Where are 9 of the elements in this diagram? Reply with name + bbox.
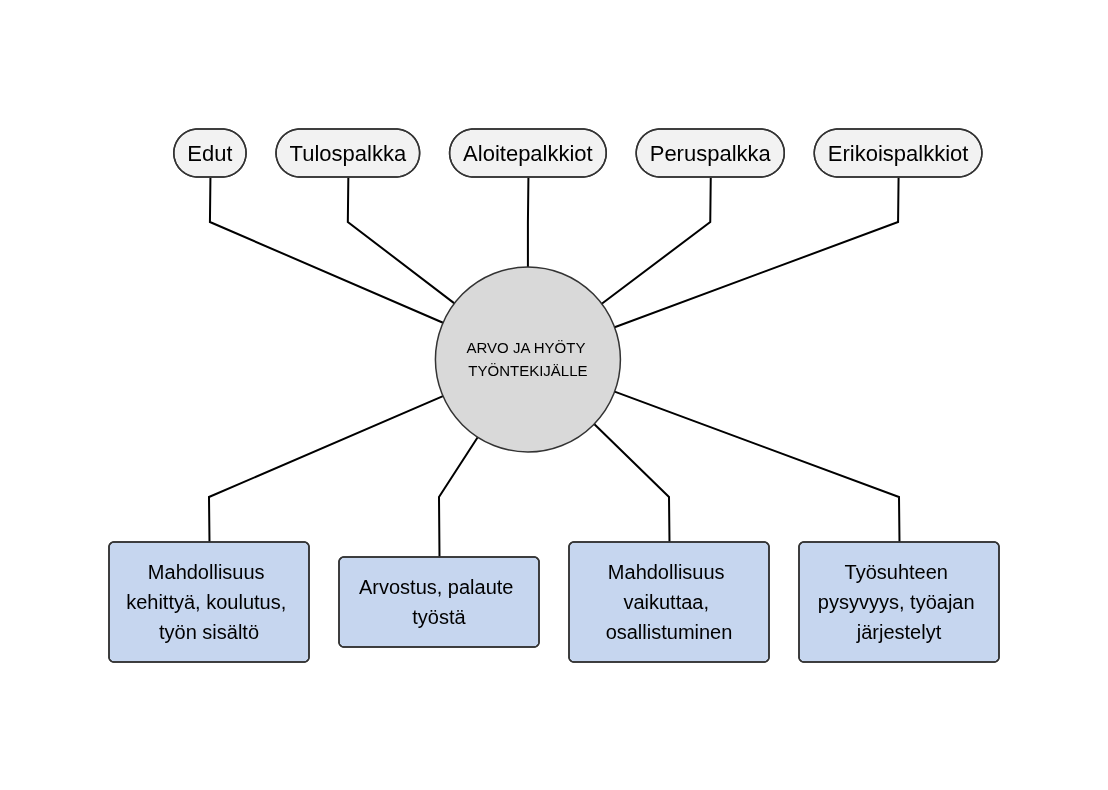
connector	[613, 390, 901, 543]
connector	[208, 394, 444, 543]
connector	[593, 422, 671, 543]
node-circle: ARVO JA HYÖTY TYÖNTEKIJÄLLE	[434, 265, 622, 453]
connector	[526, 176, 530, 268]
connector	[438, 435, 479, 558]
connector	[600, 176, 712, 305]
connector	[346, 176, 456, 304]
connector	[208, 176, 444, 324]
